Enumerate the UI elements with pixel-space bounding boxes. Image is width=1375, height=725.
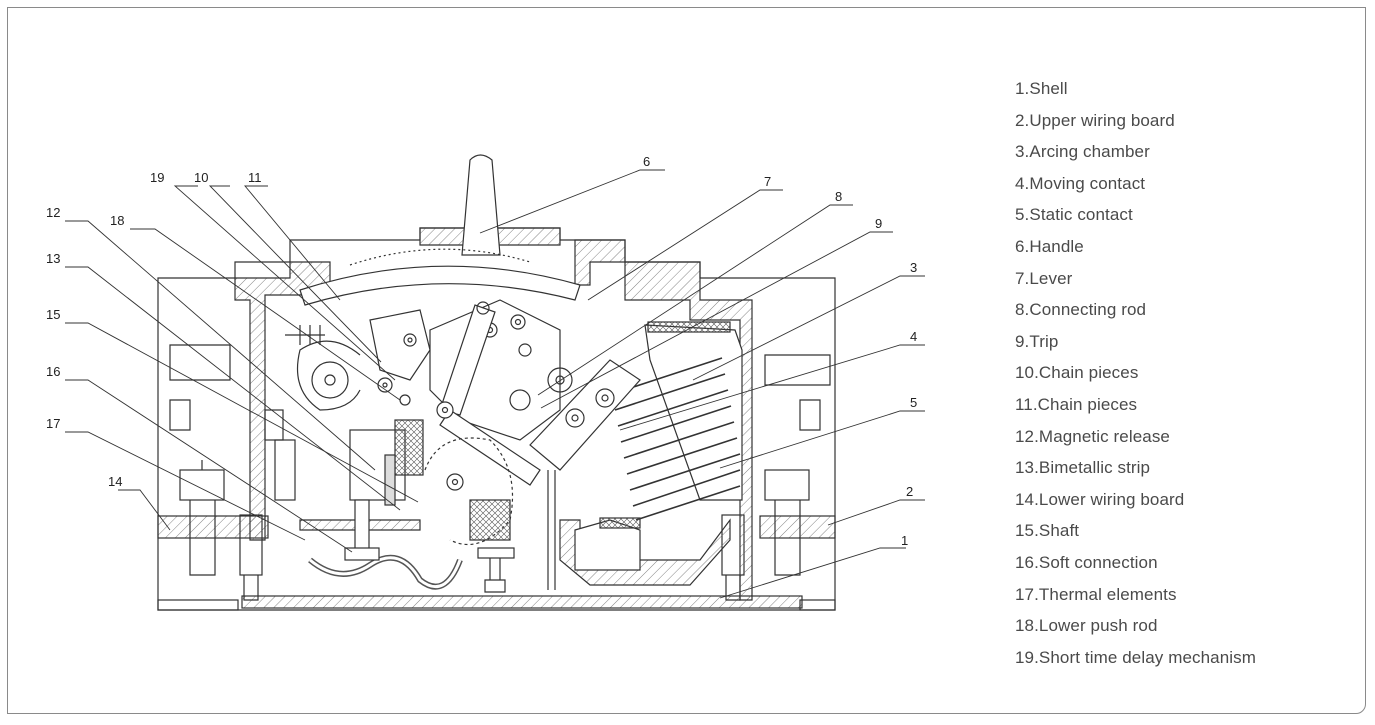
legend-item: 2.Upper wiring board bbox=[1015, 110, 1175, 130]
legend-item: 13.Bimetallic strip bbox=[1015, 458, 1151, 478]
bimetallic-strip bbox=[384, 454, 396, 506]
legend-item: 18.Lower push rod bbox=[1015, 616, 1158, 636]
handle bbox=[461, 154, 501, 256]
callout-18: 18 bbox=[110, 213, 124, 228]
legend-item: 9.Trip bbox=[1015, 331, 1059, 351]
callout-4: 4 bbox=[910, 329, 917, 344]
callout-9: 9 bbox=[875, 216, 882, 231]
callout-17: 17 bbox=[46, 416, 60, 431]
legend-item: 15.Shaft bbox=[1015, 521, 1080, 541]
chain-pieces bbox=[369, 309, 431, 381]
bottom-plate bbox=[241, 595, 803, 609]
legend-item: 4.Moving contact bbox=[1015, 173, 1146, 193]
callout-5: 5 bbox=[910, 395, 917, 410]
callout-3: 3 bbox=[910, 260, 917, 275]
connecting-rod bbox=[439, 409, 541, 486]
handle-arc bbox=[299, 265, 581, 306]
callout-13: 13 bbox=[46, 251, 60, 266]
callout-14: 14 bbox=[108, 474, 122, 489]
legend-item: 11.Chain pieces bbox=[1015, 394, 1138, 414]
callout-15: 15 bbox=[46, 307, 60, 322]
legend-item: 6.Handle bbox=[1015, 236, 1084, 256]
callout-6: 6 bbox=[643, 154, 650, 169]
figure-frame bbox=[7, 7, 1366, 714]
arcing-chamber bbox=[611, 321, 743, 521]
legend-item: 17.Thermal elements bbox=[1015, 584, 1177, 604]
parts-legend: 1.Shell 2.Upper wiring board 3.Arcing ch… bbox=[1015, 73, 1256, 673]
callout-numbers: 1 2 3 4 5 6 7 8 9 10 11 12 13 14 15 16 1… bbox=[46, 154, 917, 548]
legend-item: 12.Magnetic release bbox=[1015, 426, 1170, 446]
lower-push-rod bbox=[354, 499, 370, 556]
callout-7: 7 bbox=[764, 174, 771, 189]
callout-16: 16 bbox=[46, 364, 60, 379]
housing-wall-right bbox=[624, 261, 753, 601]
upper-wiring-board bbox=[759, 515, 836, 539]
callout-10: 10 bbox=[194, 170, 208, 185]
legend-item: 10.Chain pieces bbox=[1015, 363, 1139, 383]
callout-11: 11 bbox=[248, 170, 262, 185]
legend-item: 3.Arcing chamber bbox=[1015, 142, 1150, 162]
legend-item: 14.Lower wiring board bbox=[1015, 489, 1185, 509]
callout-1: 1 bbox=[901, 533, 908, 548]
callout-19: 19 bbox=[150, 170, 164, 185]
callout-12: 12 bbox=[46, 205, 60, 220]
callout-2: 2 bbox=[906, 484, 913, 499]
legend-item: 16.Soft connection bbox=[1015, 552, 1158, 572]
leader-lines bbox=[65, 169, 925, 599]
legend-item: 8.Connecting rod bbox=[1015, 300, 1147, 320]
breaker-drawing bbox=[157, 154, 836, 611]
housing-wall-left bbox=[234, 261, 331, 541]
moving-contact bbox=[529, 359, 641, 471]
legend-item: 5.Static contact bbox=[1015, 205, 1133, 225]
legend-item: 19.Short time delay mechanism bbox=[1015, 647, 1257, 667]
callout-8: 8 bbox=[835, 189, 842, 204]
legend-item: 7.Lever bbox=[1015, 268, 1073, 288]
shaft bbox=[446, 473, 464, 491]
legend-item: 1.Shell bbox=[1015, 79, 1068, 98]
